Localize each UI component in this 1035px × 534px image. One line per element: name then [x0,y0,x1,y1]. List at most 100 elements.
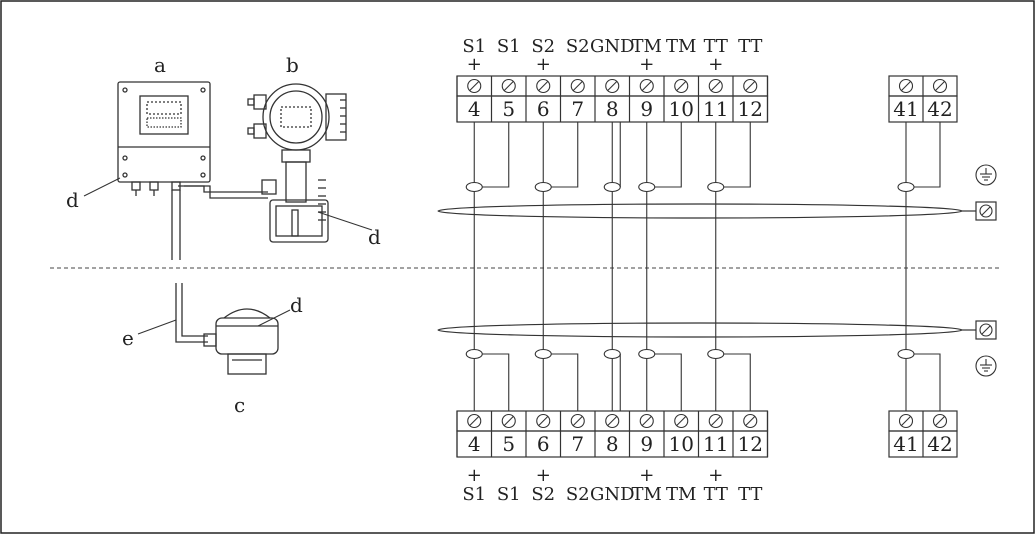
ext-shield-wire-bottom [914,353,941,411]
top-screw-slot [745,81,756,91]
bottom-polarity-plus: + [536,465,551,486]
bottom-signal-label: S2 [531,484,555,505]
top-terminal-8: 8 [606,97,619,121]
shield-wire-bottom [723,353,751,411]
bottom-signal-label: TM [632,484,662,505]
callout-lines [83,177,373,335]
bottom-screw [536,413,551,429]
bottom-signal-label: GND [590,484,635,505]
bottom-ext-screw-slot [935,416,945,426]
top-terminal-11: 11 [703,97,728,121]
ext-shield-ring-bottom [897,348,915,360]
clamp-screw-slot [981,206,991,216]
label-d-housing: d [290,293,303,317]
top-screw [639,78,654,94]
shield-wire-bottom [482,353,510,411]
clamp-screw-slot [981,325,991,335]
label-b: b [286,53,299,77]
bottom-signal-label: S2 [566,484,590,505]
top-screw-slot [641,81,652,91]
bottom-signal-label: TM [666,484,696,505]
top-terminal-10: 10 [669,97,694,121]
bottom-screw-slot [641,416,652,426]
top-screw-slot [607,81,618,91]
bottom-terminal-6: 6 [537,432,550,456]
top-terminal-6: 6 [537,97,550,121]
ext-shield-ring-top [897,181,915,193]
bottom-screw [708,413,723,429]
bottom-terminal-42: 42 [927,432,952,456]
shield-ring-bottom [603,348,621,360]
top-terminal-42: 42 [927,97,952,121]
shield-ring-bottom [707,348,725,360]
bottom-screw-slot [710,416,721,426]
top-signal-label: TM [666,36,696,57]
bottom-signal-label: S1 [497,484,521,505]
ground-icon-top [975,164,997,186]
bottom-screw [570,413,585,429]
shield-wire-bottom [654,353,682,411]
top-screw [605,78,620,94]
bottom-terminal-12: 12 [738,432,763,456]
top-ext-screw [932,78,948,94]
top-signal-label: S2 [566,36,590,57]
bottom-terminal-9: 9 [640,432,653,456]
top-polarity-plus: + [536,54,551,75]
top-ext-screw [898,78,914,94]
bottom-terminal-7: 7 [571,432,584,456]
bottom-signal-label: S1 [462,484,486,505]
bottom-terminal-4: 4 [468,432,481,456]
shield-wire-bottom [551,353,579,411]
top-screw [674,78,689,94]
bottom-signal-label: TT [704,484,728,505]
bottom-terminal-10: 10 [669,432,694,456]
top-screw-slot [676,81,687,91]
top-signal-label: TT [704,36,728,57]
bottom-screw [743,413,758,429]
bottom-signal-label: TT [738,484,762,505]
top-terminal-4: 4 [468,97,481,121]
cable-shield-top [437,203,963,219]
top-screw-slot [469,81,480,91]
bottom-screw-slot [572,416,583,426]
top-polarity-plus: + [708,54,723,75]
shield-wire-top [723,122,751,188]
top-ext-screw-slot [935,81,945,91]
shield-ring-bottom [638,348,656,360]
shield-ring-bottom [465,348,483,360]
top-screw-slot [538,81,549,91]
top-polarity-plus: + [639,54,654,75]
top-ext-screw-slot [901,81,911,91]
clamp-screw [979,204,993,218]
shield-ring-top [707,181,725,193]
bottom-terminal-8: 8 [606,432,619,456]
top-screw-slot [572,81,583,91]
top-terminal-41: 41 [893,97,918,121]
bottom-screw [501,413,516,429]
top-terminal-12: 12 [738,97,763,121]
top-terminal-7: 7 [571,97,584,121]
shield-wire-top [654,122,682,188]
bottom-ext-screw [932,413,948,429]
top-terminal-5: 5 [502,97,515,121]
top-screw [467,78,482,94]
top-signal-label: S1 [497,36,521,57]
bottom-polarity-plus: + [639,465,654,486]
top-screw-slot [503,81,514,91]
bottom-screw-slot [538,416,549,426]
top-terminal-9: 9 [640,97,653,121]
bottom-ext-screw-slot [901,416,911,426]
shield-ring-top [534,181,552,193]
bottom-terminal-11: 11 [703,432,728,456]
top-signal-label: S1 [462,36,486,57]
bottom-screw [639,413,654,429]
bottom-screw [674,413,689,429]
shield-ring-top [465,181,483,193]
bottom-screw-slot [607,416,618,426]
cable-shield-bottom [437,322,963,338]
label-e: e [122,326,134,350]
bottom-terminal-5: 5 [502,432,515,456]
top-screw [570,78,585,94]
